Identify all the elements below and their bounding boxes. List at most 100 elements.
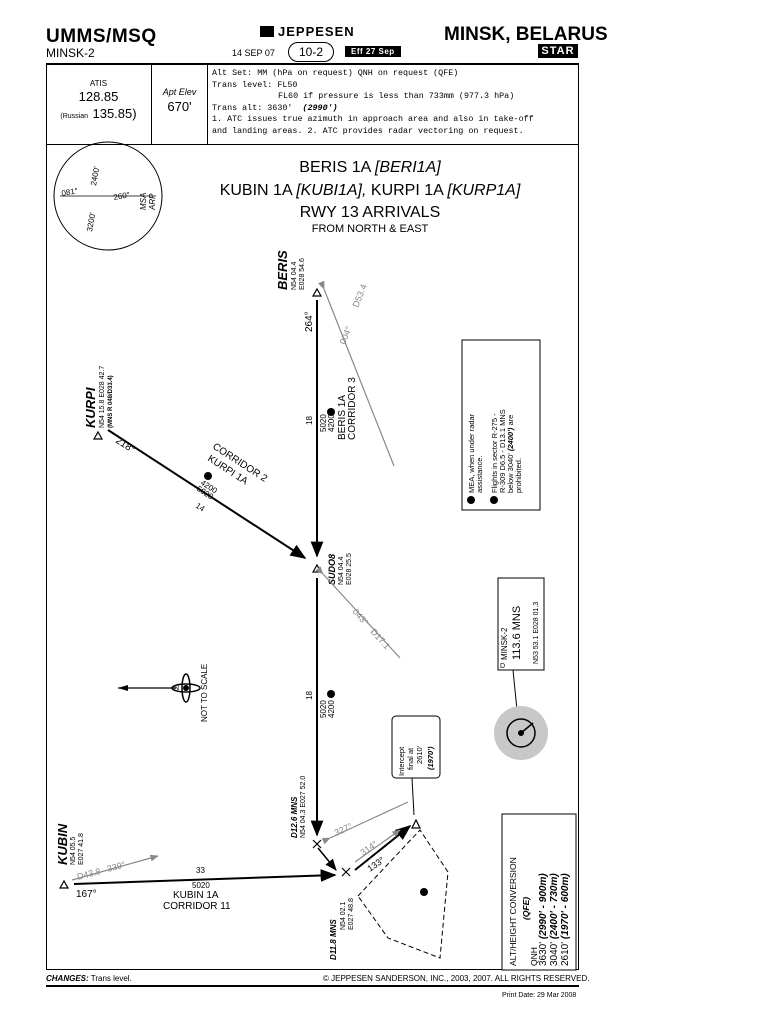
note1-b: assistance.: [475, 455, 484, 493]
d118-radial: 314°: [358, 839, 379, 858]
info-line-altset: Alt Set: MM (hPa on request) QNH on requ…: [212, 68, 459, 78]
elevation-cell: Apt Elev 670': [152, 65, 208, 145]
navaid-coord: N53 53.1 E028 01.3: [533, 602, 540, 664]
note1-a: MEA, when under radar: [467, 413, 476, 493]
svg-text:below 3040' (2400') are: below 3040' (2400') are: [506, 415, 515, 493]
conversion-r2a: 3040': [549, 942, 560, 966]
intercept-callout: Intercept final at 2610' (1970'): [391, 715, 441, 816]
beris-alt2: 4200: [327, 414, 336, 432]
sudo-leg: SUDO8 N54 04.4 E028 25.5 043° D17.1 18 5…: [305, 553, 401, 837]
title-kurpi: KURPI 1A: [371, 182, 444, 199]
msa-label: MSA: [139, 193, 148, 210]
airport-code: UMMS/MSQ: [46, 26, 157, 47]
kubin-lon: E027 41.8: [78, 833, 85, 865]
beris-course: 264°: [304, 311, 315, 332]
publisher-logo: JEPPESEN: [260, 24, 355, 39]
compass-rose-icon: [181, 673, 191, 703]
kubin-radial: 339°: [106, 859, 127, 874]
note2-e: are: [506, 415, 515, 426]
d118-lat: N54 02.1: [340, 901, 347, 930]
beris-alt1: 5020: [319, 414, 328, 432]
beris-fix-icon: [311, 287, 323, 297]
sudo-lat: N54 04.4: [338, 556, 345, 585]
msa-circle: 2400' 081° 260° 3200' MSA ARP: [53, 141, 163, 251]
conversion-r3b: (1970' - 600m): [560, 873, 571, 939]
kurpi-fix-icon: [92, 430, 104, 440]
beris-corr: CORRIDOR 3: [347, 377, 358, 440]
restricted-sector: [357, 829, 449, 959]
sudo-radial: 043°: [351, 607, 371, 628]
kurpi-coord: N54 15.8 E028 42.7: [99, 366, 106, 428]
intercept-l2: final at: [406, 747, 415, 770]
kurpi-dist: 14: [194, 501, 207, 514]
msa-left-bearing: 081°: [61, 186, 79, 198]
note2-d: (2400'): [506, 427, 515, 451]
kurpi-leg: KURPI N54 15.8 E028 42.7 (MNS R 048/D33.…: [83, 366, 307, 559]
kurpi-radial: (MNS R 048/D33.4): [108, 375, 114, 428]
footer-rule: [46, 985, 579, 987]
note2-a: Flights in sector R-275 -: [490, 413, 499, 493]
atis-cell: ATIS 128.85 (Russian 135.85): [46, 65, 152, 145]
header-rule: [46, 63, 579, 65]
elevation-label: Apt Elev: [162, 87, 197, 97]
kubin-radial-dme: D43.8: [76, 866, 102, 882]
sudo-dist: 18: [305, 691, 314, 700]
conversion-r2b: (2400' - 730m): [549, 873, 560, 939]
note2-b: R-309 D6.5 - D13.1 MNS: [498, 409, 507, 493]
d126-fix-icon: [312, 839, 322, 849]
alt-conversion-box: ALT/HEIGHT CONVERSION (QFE) QNH 3630' (2…: [501, 813, 577, 971]
chart-type-badge: STAR: [538, 44, 578, 58]
conversion-r1a: 3630': [538, 942, 549, 966]
kubin-course: 167°: [76, 889, 97, 900]
d118-name: D11.8 MNS: [329, 919, 338, 960]
sudo-dme: D17.1: [369, 627, 393, 652]
jeppesen-logo-icon: [260, 26, 274, 37]
title-beris: BERIS 1A: [299, 159, 371, 176]
airport-name: MINSK-2: [46, 46, 95, 60]
info-line-translevel: Trans level: FL50: [212, 79, 298, 90]
sudo-lon: E028 25.5: [346, 553, 353, 585]
navaid-minsk: D MINSK-2 113.6 MNS N53 53.1 E028 01.3: [494, 577, 548, 760]
title-kurpi-code: [KURP1A]: [446, 182, 520, 199]
faf-icon: [411, 818, 421, 829]
sudo-alt1: 5020: [319, 700, 328, 718]
atis-russian-frequency: 135.85): [92, 106, 137, 121]
d118-fix: D11.8 MNS N54 02.1 E027 48.8 314° 133°: [329, 818, 421, 960]
info-line-note1: 1. ATC issues true azimuth in approach a…: [212, 114, 534, 125]
beris-lat: N54 04.4: [291, 261, 298, 290]
plan-view-frame: [46, 145, 579, 970]
kubin-dist: 33: [196, 866, 205, 875]
msa-ref: ARP: [148, 193, 157, 211]
kubin-corr: CORRIDOR 11: [163, 901, 231, 912]
conversion-r1b: (2990' - 900m): [538, 873, 549, 939]
not-to-scale: NOT TO SCALE: [200, 664, 209, 722]
svg-text:D: D: [500, 663, 505, 670]
beris-leg: BERIS N54 04.4 E028 54.6 264° 004° D53.4…: [275, 250, 395, 558]
beris-fix-name: BERIS: [275, 250, 290, 290]
title-kubin-code: [KUBI1A],: [295, 182, 366, 199]
info-box: [46, 65, 579, 145]
info-line-fl60: FL60 if pressure is less than 733mm (977…: [278, 91, 515, 102]
chart-date: 14 SEP 07: [232, 48, 275, 58]
beris-dme: D53.4: [351, 283, 369, 309]
info-line-transalt: Trans alt: 3630': [212, 102, 293, 113]
info-line-transalt-qfe: (2990'): [302, 102, 338, 113]
print-date: Print Date: 29 Mar 2008: [502, 992, 577, 999]
note2-c: below 3040': [506, 453, 515, 493]
effective-date-badge: Eff 27 Sep: [345, 46, 401, 57]
svg-text:2610' (1970' - 600m): 2610' (1970' - 600m): [560, 873, 571, 966]
procedure-titles: BERIS 1A [BERI1A] KUBIN 1A [KUBI1A], KUR…: [220, 159, 521, 235]
conversion-title: ALT/HEIGHT CONVERSION: [508, 857, 518, 966]
title-beris-code: [BERI1A]: [374, 159, 441, 176]
kubin-lat: N54 05.5: [70, 836, 77, 865]
kurpi-course: 218°: [113, 435, 136, 455]
svg-text:BERIS 1A [BERI1A]: BERIS 1A [BERI1A]: [299, 159, 441, 176]
changes-note: CHANGES: Trans level.: [46, 974, 132, 983]
beris-lon: E028 54.6: [299, 258, 306, 290]
north-arrow: N NOT TO SCALE: [118, 664, 209, 722]
conversion-qnh: QNH: [529, 947, 539, 966]
city-title: MINSK, BELARUS: [444, 24, 608, 45]
beris-proc: BERIS 1A: [337, 395, 348, 440]
d126-name: D12.6 MNS: [290, 796, 299, 838]
